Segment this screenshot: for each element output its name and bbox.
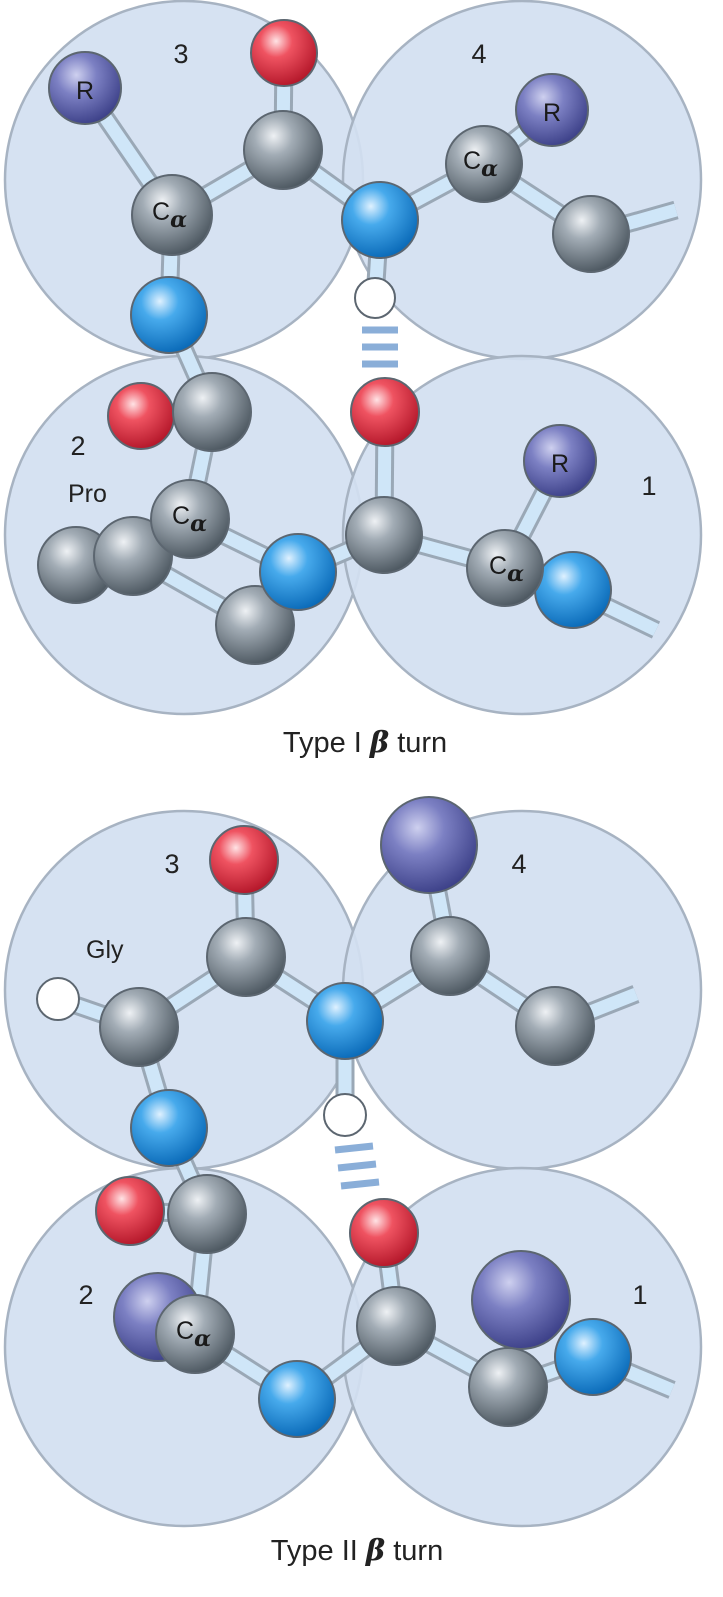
oxygen-atom (209, 825, 279, 895)
carbon-atom (356, 1286, 436, 1366)
hydrogen-atom (354, 277, 396, 319)
hydrogen-bond (334, 1142, 380, 1190)
residue-number-3: 3 (164, 849, 179, 879)
carbon-atom (172, 372, 252, 452)
side-chain-label: R (543, 99, 561, 127)
carbon-atom (243, 110, 323, 190)
nitrogen-atom (306, 982, 384, 1060)
residue-number-4: 4 (511, 849, 526, 879)
atom-labels: Cα (176, 1317, 211, 1352)
oxygen-atom (250, 19, 318, 87)
side-chain-atom (471, 1250, 571, 1350)
nitrogen-atom (554, 1318, 632, 1396)
nitrogen-atom (534, 551, 612, 629)
oxygen-atom (107, 382, 175, 450)
hydrogen-atom (323, 1093, 367, 1137)
residue-name: Pro (68, 480, 107, 508)
carbon-atom (552, 195, 630, 273)
oxygen-atom (349, 1198, 419, 1268)
hydrogen-atom (36, 977, 80, 1021)
type-ii-panel: Cα 3 4 2 1 Gly Type II β turn (3, 796, 703, 1567)
side-chain-atom (48, 51, 122, 125)
alpha-carbon-atom (468, 1347, 548, 1427)
residue-number-4: 4 (471, 39, 486, 69)
oxygen-atom (350, 377, 420, 447)
atoms (37, 19, 630, 665)
side-chain-label: R (551, 450, 569, 478)
carbon-atom (345, 496, 423, 574)
carbon-atom (215, 585, 295, 665)
side-chain-atom (515, 73, 589, 147)
alpha-carbon-atom (150, 479, 230, 559)
atom-labels: R R R Cα Cα Cα Cα (76, 77, 569, 587)
nitrogen-atom (130, 276, 208, 354)
side-chain-atom (380, 796, 478, 894)
residue-number-2: 2 (70, 431, 85, 461)
alpha-carbon-atom (410, 916, 490, 996)
residue-number-1: 1 (641, 471, 656, 501)
nitrogen-atom (130, 1089, 208, 1167)
side-chain-label: R (76, 77, 94, 105)
alpha-carbon-atom (445, 125, 523, 203)
caption: Type I β turn (283, 725, 447, 759)
carbon-atom (93, 516, 173, 596)
alpha-carbon-label: Cα (463, 147, 498, 182)
carbon-atom (206, 917, 286, 997)
residue-numbers: 3 4 2 1 Gly (78, 849, 647, 1310)
alpha-carbon-atom (131, 174, 213, 256)
alpha-carbon-label: Cα (172, 502, 207, 537)
nitrogen-atom (258, 1360, 336, 1438)
residue-number-3: 3 (173, 39, 188, 69)
alpha-carbon-atom (99, 987, 179, 1067)
alpha-carbon-atom (155, 1294, 235, 1374)
residue-number-2: 2 (78, 1280, 93, 1310)
residue-number-1: 1 (632, 1280, 647, 1310)
hydrogen-bond (362, 326, 398, 368)
side-chain-atom (523, 424, 597, 498)
residue-numbers: 3 4 2 1 Pro (68, 39, 657, 508)
alpha-carbon-label: Cα (489, 552, 524, 587)
nitrogen-atom (259, 533, 337, 611)
atoms (36, 796, 632, 1438)
oxygen-atom (95, 1176, 165, 1246)
residue-name: Gly (86, 936, 124, 964)
alpha-carbon-label: Cα (152, 198, 187, 233)
type-i-panel: R R R Cα Cα Cα Cα 3 4 2 1 Pro Type I β t… (3, 0, 703, 759)
nitrogen-atom (341, 181, 419, 259)
carbon-atom (167, 1174, 247, 1254)
alpha-carbon-label: Cα (176, 1317, 211, 1352)
caption: Type II β turn (271, 1533, 443, 1567)
alpha-carbon-atom (466, 529, 544, 607)
carbon-atom (515, 986, 595, 1066)
